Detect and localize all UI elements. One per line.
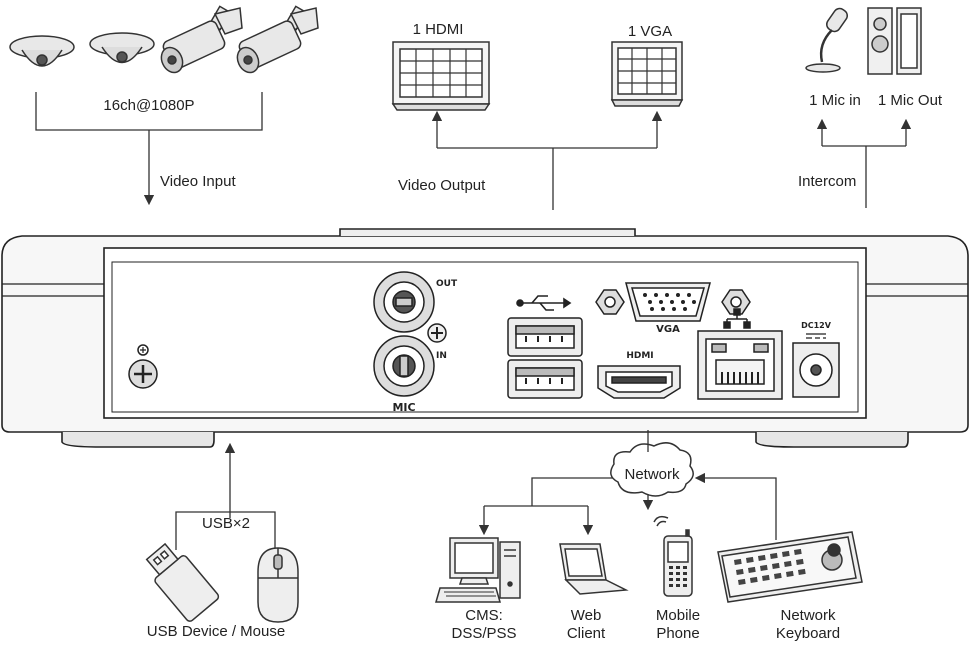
- network-keyboard-label-line1: Network: [780, 607, 836, 624]
- web-client-label-line1: Web: [570, 607, 602, 624]
- usb-count-label: USB×2: [202, 515, 250, 532]
- network-connector-line: [478, 430, 777, 540]
- audio-in-port: [373, 335, 435, 397]
- mobile-phone-label-line2: Phone: [656, 625, 700, 642]
- power-dc-port: [792, 333, 840, 398]
- network-cloud-icon: [610, 442, 694, 497]
- mobile-phone-label-line1: Mobile: [655, 607, 701, 624]
- microphone-icon: [805, 7, 849, 73]
- video-input-label: Video Input: [160, 173, 236, 190]
- mic-out-label: 1 Mic Out: [877, 92, 943, 109]
- mobile-phone-icon: [653, 515, 693, 597]
- vga-port: [595, 282, 751, 322]
- web-client-label-line2: Client: [566, 625, 606, 642]
- network-keyboard-label-line2: Keyboard: [775, 625, 841, 642]
- laptop-icon: [559, 543, 629, 595]
- screw-icon: [427, 323, 447, 343]
- hdmi-port: [597, 365, 681, 399]
- hdmi-port-label: HDMI: [626, 351, 654, 361]
- vga-port-label: VGA: [656, 324, 680, 335]
- intercom-label: Intercom: [798, 173, 857, 190]
- cameras-resolution-label: 16ch@1080P: [103, 97, 195, 114]
- network-label: Network: [624, 466, 680, 483]
- video-output-label: Video Output: [398, 177, 486, 194]
- mic-in-label: 1 Mic in: [809, 92, 861, 109]
- desktop-computer-icon: [435, 537, 521, 603]
- usb-port-1: [507, 317, 583, 357]
- dome-camera-icon: [89, 32, 155, 64]
- video-input-connector-line: [35, 92, 263, 206]
- mic-port-label: MIC: [392, 401, 416, 414]
- cms-label-line1: CMS:: [465, 607, 503, 624]
- ethernet-symbol-icon: [723, 308, 751, 329]
- audio-in-label: IN: [436, 351, 447, 361]
- hdmi-output-label: 1 HDMI: [412, 21, 464, 38]
- ground-screw-icon: [128, 344, 158, 389]
- hdmi-monitor-icon: [391, 41, 491, 111]
- intercom-connector-line: [816, 118, 912, 208]
- cms-label-line2: DSS/PSS: [451, 625, 517, 642]
- vga-output-label: 1 VGA: [627, 23, 673, 40]
- usb-port-2: [507, 359, 583, 399]
- mouse-icon: [257, 547, 299, 623]
- usb-symbol-icon: [516, 295, 572, 311]
- usb-flash-drive-icon: [145, 542, 220, 622]
- audio-out-label: OUT: [436, 279, 458, 289]
- ethernet-port: [697, 330, 783, 400]
- dc-port-label: DC12V: [801, 321, 831, 330]
- network-keyboard-icon: [717, 531, 863, 603]
- usb-device-label: USB Device / Mouse: [146, 623, 286, 640]
- bullet-camera-icon: [236, 5, 319, 74]
- audio-out-port: [373, 271, 435, 333]
- dome-camera-icon: [9, 35, 75, 67]
- bullet-camera-icon: [160, 5, 243, 74]
- speaker-icon: [867, 7, 922, 75]
- vga-monitor-icon: [610, 41, 684, 107]
- usb-connector-line: [175, 442, 276, 550]
- video-output-connector-line: [431, 110, 663, 210]
